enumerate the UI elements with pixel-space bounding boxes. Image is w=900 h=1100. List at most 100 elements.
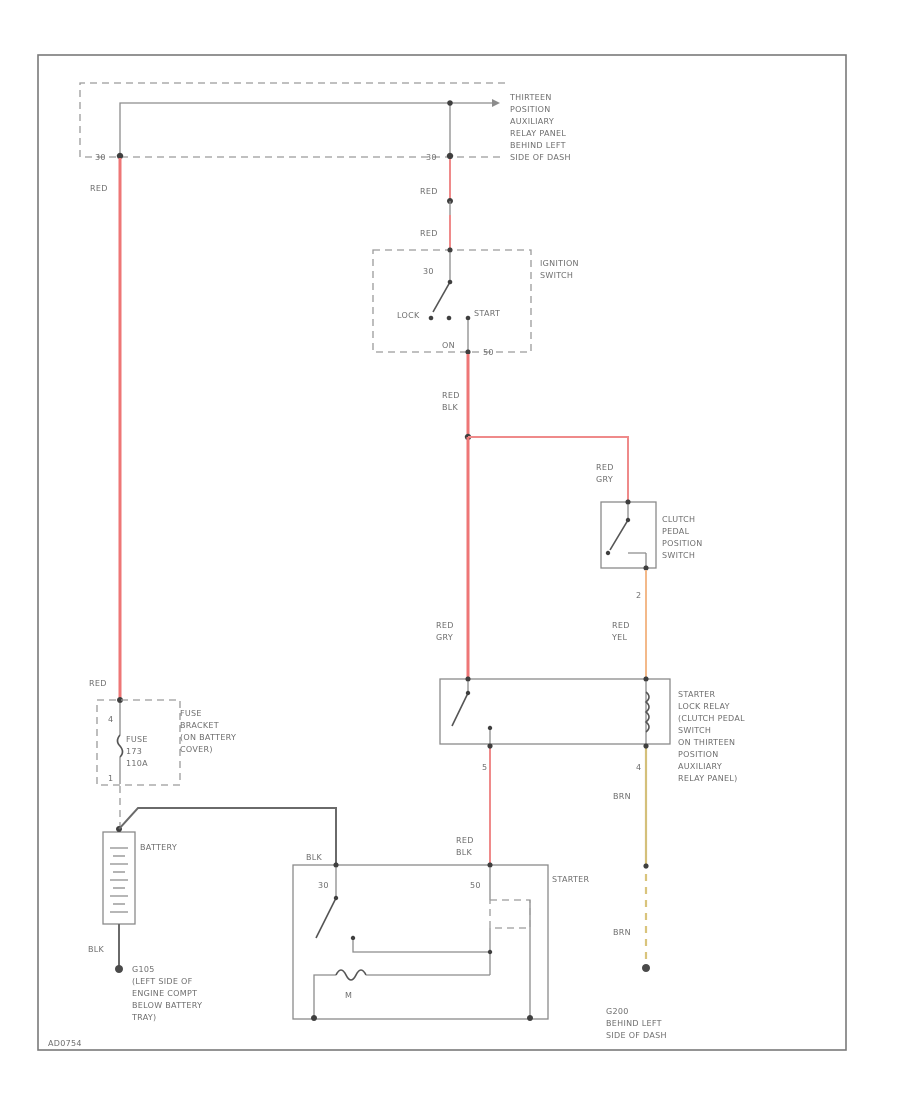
relay-pin-out: 5 (482, 763, 487, 772)
splice-node (487, 949, 493, 955)
connector-node (465, 676, 471, 682)
relay-pin-left: 30 (95, 153, 106, 162)
footer-code: AD0754 (48, 1039, 82, 1048)
arrow-icon (492, 99, 500, 107)
fuse-bracket-label-3: COVER) (180, 745, 213, 754)
ignition-label-0: IGNITION (540, 259, 579, 268)
fuse-bracket-label-2: (ON BATTERY (180, 733, 236, 742)
relay-panel-label-1: POSITION (510, 105, 551, 114)
clutch-pin: 2 (636, 591, 641, 600)
relay-coil-icon (644, 691, 650, 733)
starter-switch-blade (315, 897, 337, 939)
wire-label-brn-upper: BRN (613, 792, 631, 801)
relay-label-1: LOCK RELAY (678, 702, 730, 711)
connector-node (446, 152, 454, 160)
ground-icon (115, 965, 123, 973)
switch-contact-lock (428, 315, 434, 321)
ground-node (527, 1015, 533, 1021)
g105-label-4: TRAY) (131, 1013, 156, 1022)
g105-label-2: ENGINE COMPT (132, 989, 197, 998)
motor-lead-left (313, 974, 336, 1018)
ignition-pin-in: 30 (423, 267, 434, 276)
switch-contact-start (465, 315, 471, 321)
solenoid-icon (489, 899, 531, 929)
connector-node (643, 676, 649, 682)
wire-label-red-yel-0: RED (612, 621, 630, 630)
wire-label-red-blk-0: RED (442, 391, 460, 400)
connector-node (643, 863, 649, 869)
starter-pin-50: 50 (470, 881, 481, 890)
ignition-pos-start: START (474, 309, 500, 318)
g200-label-0: G200 (606, 1007, 629, 1016)
relay-switch-blade (451, 692, 469, 727)
clutch-switch-blade (609, 519, 629, 551)
wire-label-blk-starter: BLK (306, 853, 323, 862)
starter-lock-relay-outline (439, 678, 671, 745)
connector-node (447, 247, 453, 253)
ground-node (311, 1015, 317, 1021)
red-gry-upper-wire (468, 436, 629, 502)
fuse-bracket-label-0: FUSE (180, 709, 202, 718)
ignition-pos-lock: LOCK (397, 311, 420, 320)
connector-node (465, 349, 471, 355)
relay-panel-label-3: RELAY PANEL (510, 129, 566, 138)
relay-label-6: AUXILIARY (678, 762, 722, 771)
relay-label-4: ON THIRTEEN (678, 738, 735, 747)
fuse-bracket-outline (96, 699, 181, 786)
relay-pin-right: 30 (426, 153, 437, 162)
switch-pivot (625, 517, 631, 523)
battery-starter-cable (118, 807, 337, 865)
fuse-pin-bottom: 1 (108, 774, 113, 783)
relay-panel-outline (79, 82, 505, 158)
relay-label-3: SWITCH (678, 726, 711, 735)
relay-label-0: STARTER (678, 690, 716, 699)
switch-contact (350, 935, 356, 941)
clutch-label-1: PEDAL (662, 527, 690, 536)
battery-label: BATTERY (140, 843, 177, 852)
clutch-label-0: CLUTCH (662, 515, 695, 524)
diagram-frame (37, 54, 847, 1051)
fuse-number: 173 (126, 747, 142, 756)
relay-panel-label-0: THIRTEEN (509, 93, 552, 102)
wire-label-red-blk-1: BLK (442, 403, 459, 412)
relay-panel-label-4: BEHIND LEFT (510, 141, 566, 150)
wire-label-red-yel-1: YEL (611, 633, 628, 642)
motor-icon (335, 969, 367, 981)
ignition-pos-on: ON (442, 341, 455, 350)
wire-label-red-upper: RED (420, 187, 438, 196)
wire-label-red-gry-lower-1: GRY (436, 633, 453, 642)
battery-cells (110, 847, 128, 913)
fuse-pin-top: 4 (108, 715, 113, 724)
wire-label-red-gry-upper-0: RED (596, 463, 614, 472)
relay-label-2: (CLUTCH PEDAL (678, 714, 745, 723)
ignition-pin-out: 50 (483, 348, 494, 357)
connector-node (643, 743, 649, 749)
switch-pivot (333, 895, 339, 901)
clutch-label-3: SWITCH (662, 551, 695, 560)
wire-label-red-fuse: RED (89, 679, 107, 688)
switch-pivot (465, 690, 471, 696)
ground-icon (642, 964, 650, 972)
starter-pin-30: 30 (318, 881, 329, 890)
connector-node (487, 743, 493, 749)
clutch-label-2: POSITION (662, 539, 703, 548)
switch-contact-on (446, 315, 452, 321)
starter-motor-label: M (345, 991, 352, 1000)
relay-panel-label-2: AUXILIARY (510, 117, 554, 126)
wire-label-blk-battery: BLK (88, 945, 105, 954)
fuse-bracket-label-1: BRACKET (180, 721, 219, 730)
connector-node (625, 499, 631, 505)
battery-icon (102, 831, 136, 925)
g105-label-0: G105 (132, 965, 155, 974)
relay-panel-label-5: SIDE OF DASH (510, 153, 571, 162)
relay-label-5: POSITION (678, 750, 719, 759)
g105-label-1: (LEFT SIDE OF (132, 977, 193, 986)
wire-label-red-lower: RED (420, 229, 438, 238)
connector-node (487, 862, 493, 868)
fuse-icon (116, 734, 124, 758)
wire-label-red-blk-starter-0: RED (456, 836, 474, 845)
switch-contact (605, 550, 611, 556)
wire-label-red-blk-starter-1: BLK (456, 848, 473, 857)
